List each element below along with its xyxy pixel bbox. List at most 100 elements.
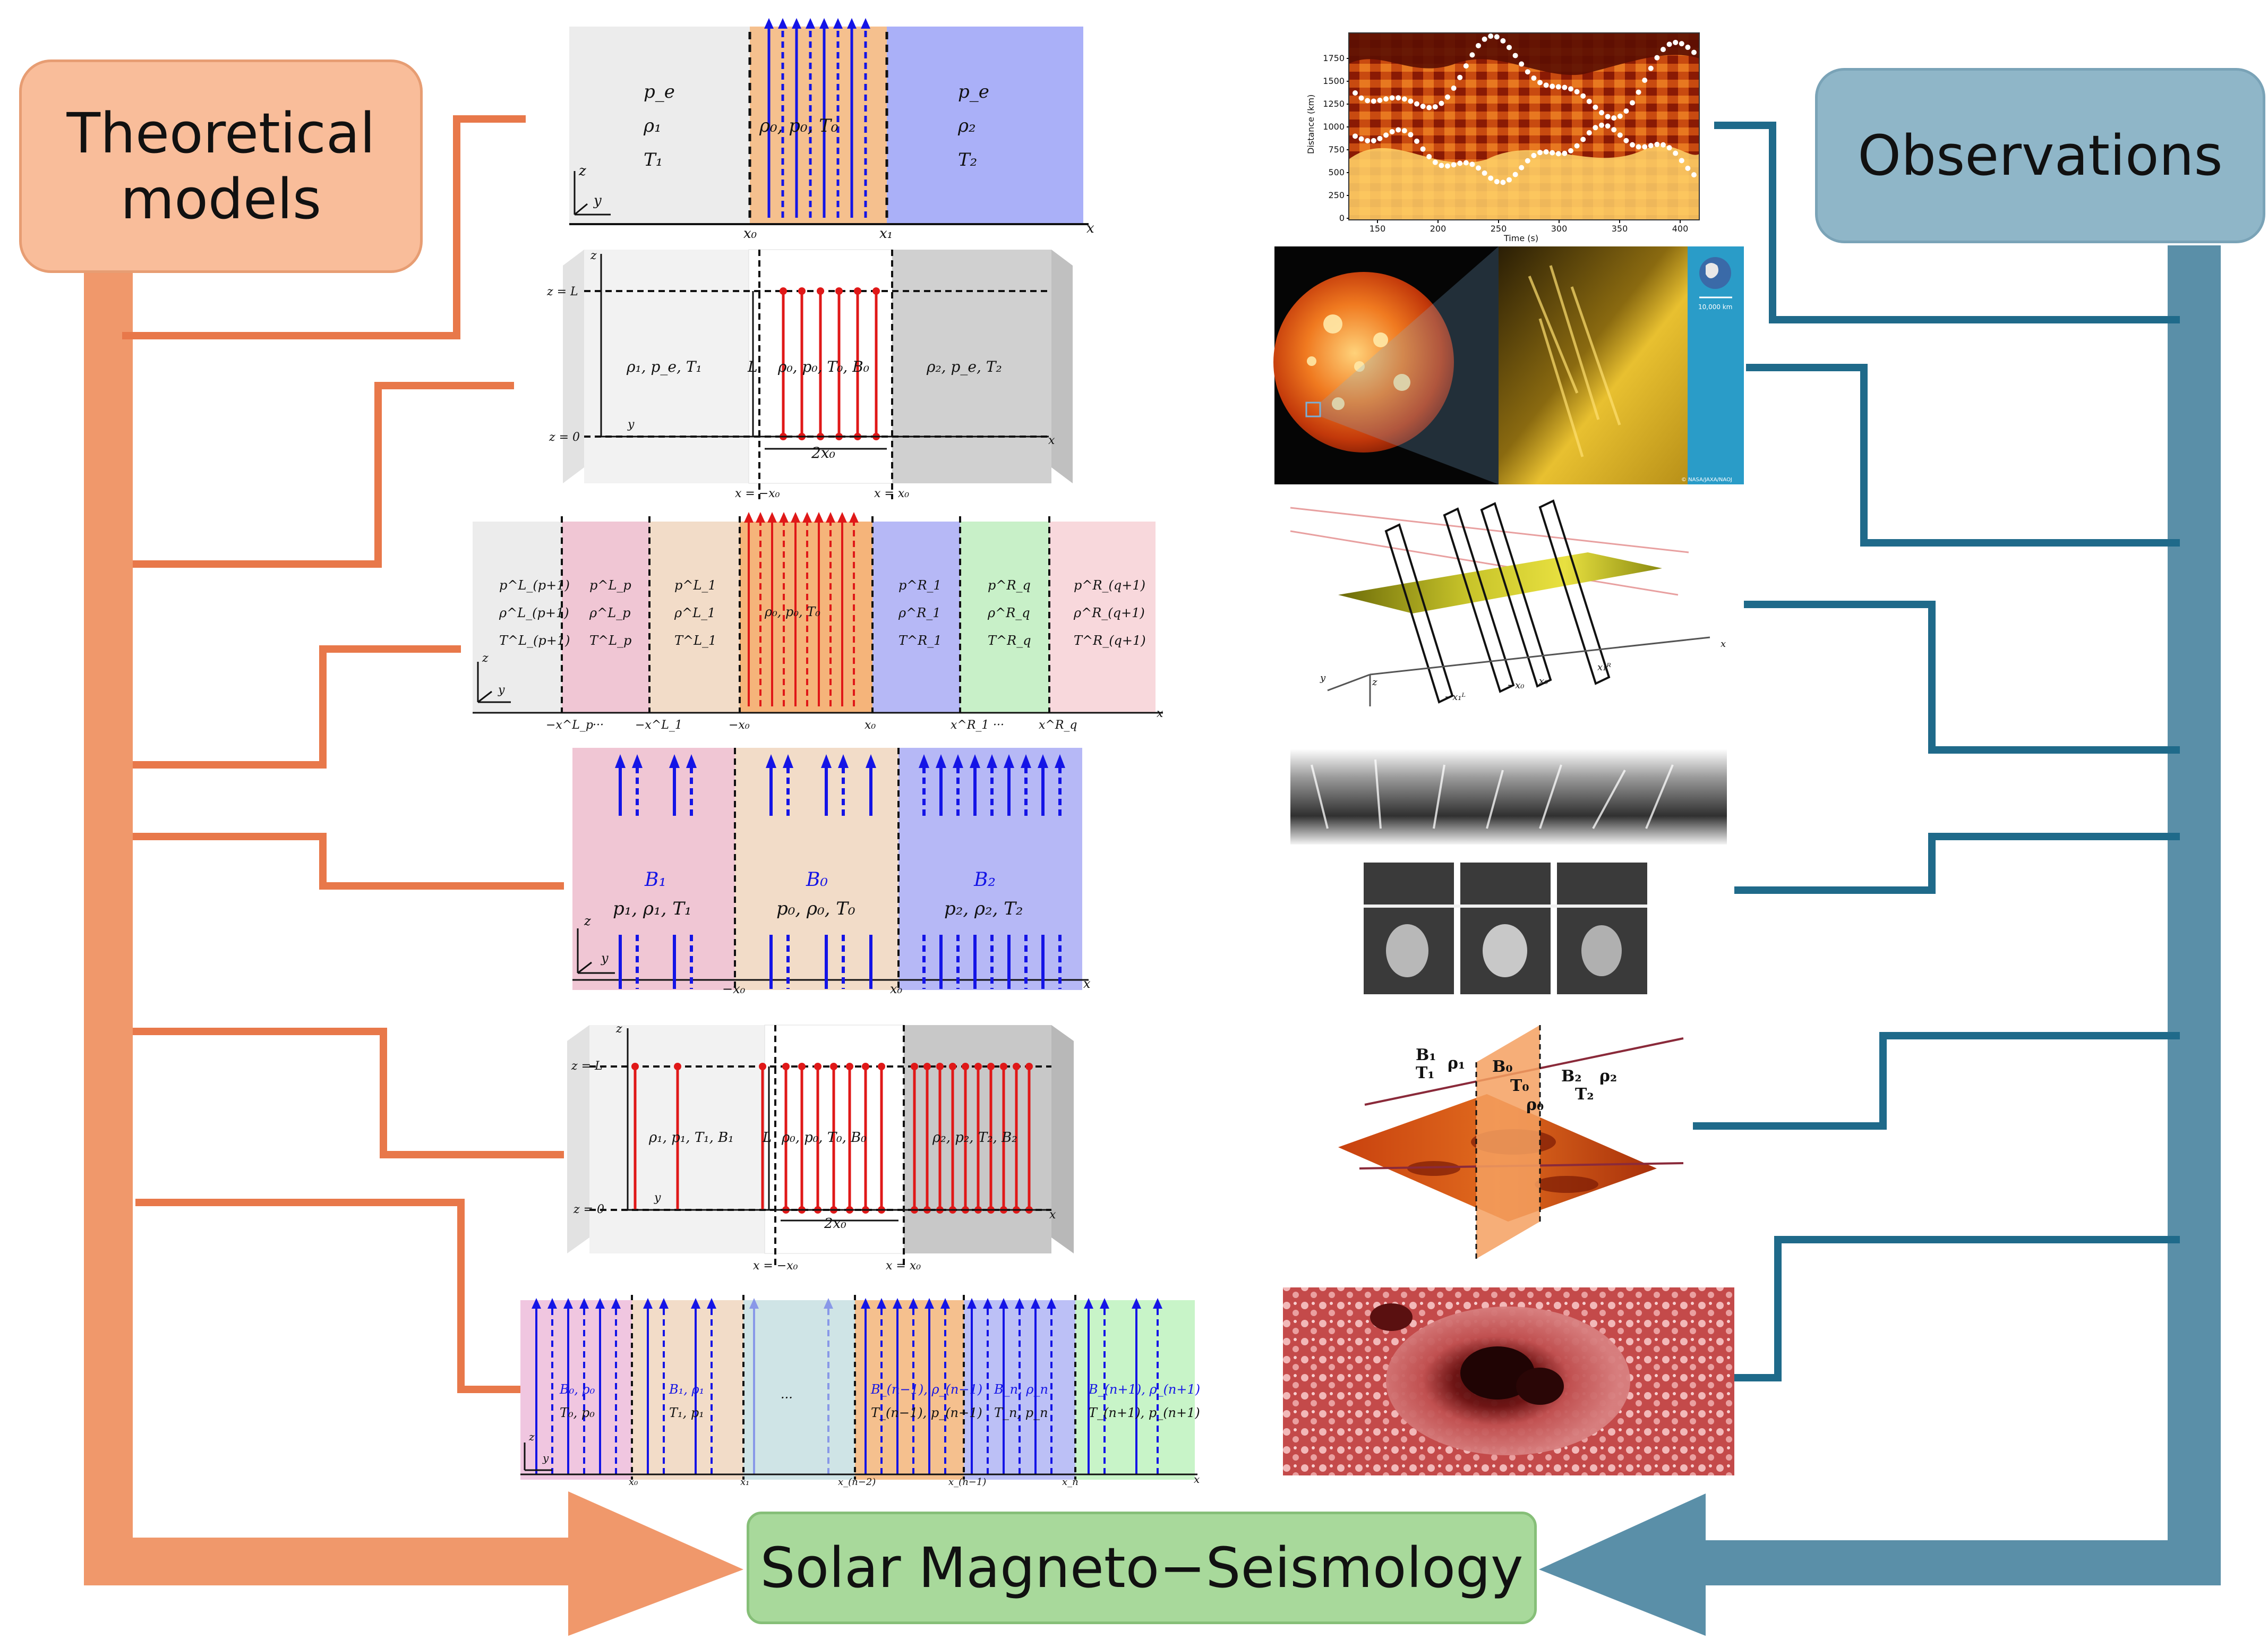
o5-b2: B₂ bbox=[1561, 1067, 1582, 1086]
m4-field-arrow bbox=[866, 754, 876, 768]
m6-t-label: T_n, p_n bbox=[994, 1405, 1048, 1420]
o1-point-lower bbox=[1673, 150, 1679, 156]
model-4-panel: B₁ B₀ B₂ p₁, ρ₁, T₁ p₀, ρ₀, T₀ p₂, ρ₂, T… bbox=[572, 748, 1091, 996]
o1-point-upper bbox=[1463, 63, 1469, 69]
o1-point-upper bbox=[1396, 95, 1401, 101]
o1-point-lower bbox=[1414, 138, 1419, 144]
observation-5-3d-slab: B₁ T₁ ρ₁ B₀ T₀ ρ₀ B₂ T₂ ρ₂ bbox=[1338, 1025, 1684, 1259]
o1-point-lower bbox=[1574, 143, 1580, 149]
o1-point-upper bbox=[1358, 95, 1364, 101]
observation-2-solar-image: 10,000 km © NASA/JAXA/NAOJ bbox=[1273, 246, 1744, 484]
o1-point-lower bbox=[1648, 143, 1654, 149]
o1-point-upper bbox=[1401, 96, 1407, 102]
m1-axis-y: y bbox=[593, 193, 602, 209]
m4-field-arrow bbox=[615, 754, 626, 768]
m3-label: ρ^L_1 bbox=[674, 605, 715, 620]
o1-point-lower bbox=[1623, 138, 1629, 143]
m5-xl-label: x = −x₀ bbox=[753, 1259, 798, 1273]
o5-b1: B₁ bbox=[1416, 1046, 1436, 1064]
o1-point-upper bbox=[1636, 89, 1641, 95]
m3-field-line bbox=[802, 512, 812, 706]
m6-t-label: T₀, p₀ bbox=[560, 1405, 595, 1420]
m2-footpoint bbox=[854, 287, 861, 295]
o1-point-lower bbox=[1661, 142, 1666, 148]
m3-label: p^L_(p+1) bbox=[499, 578, 570, 593]
m4-axis-y: y bbox=[601, 951, 609, 966]
o3-tick-3: x₁ᴿ bbox=[1597, 662, 1611, 673]
m5-width-label: 2x₀ bbox=[824, 1216, 846, 1232]
o1-ylabel: Distance (km) bbox=[1306, 95, 1316, 154]
o1-point-upper bbox=[1666, 41, 1672, 47]
o1-point-lower bbox=[1389, 129, 1395, 134]
m5-footpoint bbox=[962, 1063, 969, 1070]
m3-label: T^R_1 bbox=[898, 633, 942, 648]
o1-xtick: 250 bbox=[1491, 224, 1507, 234]
m1-xtick-1: x₁ bbox=[879, 226, 893, 242]
o1-point-lower bbox=[1420, 146, 1426, 152]
m6-t-label: T₁, p₁ bbox=[669, 1405, 704, 1420]
m6-xtick: x_n bbox=[1062, 1477, 1079, 1488]
m3-field-line bbox=[826, 512, 835, 706]
m3-label: ρ^R_q bbox=[987, 605, 1030, 620]
o1-point-lower bbox=[1426, 153, 1432, 159]
m3-label: T^R_(q+1) bbox=[1074, 633, 1146, 648]
m6-field-line bbox=[595, 1298, 605, 1474]
o1-point-upper bbox=[1457, 74, 1463, 80]
o1-point-lower bbox=[1396, 127, 1401, 133]
observation-4-panels bbox=[1364, 863, 1647, 994]
m3-xtick: ··· bbox=[993, 719, 1004, 732]
m4-field-arrow bbox=[838, 754, 849, 768]
m2-footpoint bbox=[872, 287, 880, 295]
o1-point-lower bbox=[1377, 135, 1383, 141]
o1-point-upper bbox=[1488, 33, 1494, 39]
o1-point-lower bbox=[1457, 160, 1463, 166]
o1-point-lower bbox=[1358, 136, 1364, 142]
o2-scale-label: 10,000 km bbox=[1698, 303, 1732, 311]
o1-point-lower bbox=[1593, 125, 1598, 131]
o1-point-upper bbox=[1599, 110, 1604, 116]
m3-field-line bbox=[791, 512, 800, 706]
m2-zl-label: z = L bbox=[546, 285, 578, 298]
m4-field-arrow bbox=[970, 754, 980, 768]
o1-point-upper bbox=[1673, 39, 1679, 45]
o1-point-upper bbox=[1555, 84, 1561, 90]
o1-point-lower bbox=[1482, 170, 1487, 176]
m3-field-line bbox=[767, 512, 777, 706]
model-3-field-lines bbox=[744, 512, 859, 706]
m4-axis-x: x bbox=[1083, 976, 1091, 991]
m6-field-line bbox=[532, 1298, 541, 1474]
m3-label: T^L_(p+1) bbox=[499, 633, 570, 648]
o1-point-upper bbox=[1420, 104, 1426, 109]
m3-field-line bbox=[849, 512, 859, 706]
o1-point-lower bbox=[1353, 133, 1358, 139]
o1-point-lower bbox=[1580, 136, 1586, 142]
m4-field-arrow bbox=[686, 754, 697, 768]
o1-ytick: 1250 bbox=[1323, 99, 1345, 109]
observation-6-sunspot-image bbox=[1283, 1287, 1734, 1475]
o1-point-upper bbox=[1519, 61, 1525, 67]
o1-point-upper bbox=[1365, 98, 1371, 104]
o1-point-lower bbox=[1469, 161, 1475, 167]
o1-point-lower bbox=[1500, 180, 1506, 185]
o1-point-lower bbox=[1636, 144, 1641, 150]
m4-field-arrow bbox=[953, 754, 963, 768]
o1-xtick: 350 bbox=[1612, 224, 1628, 234]
m2-left-label: ρ₁, p_e, T₁ bbox=[626, 358, 702, 376]
o1-point-upper bbox=[1432, 104, 1438, 110]
m5-axis-y: y bbox=[654, 1191, 661, 1205]
m6-field-line bbox=[547, 1298, 557, 1474]
m1-right-label-2: T₂ bbox=[958, 149, 977, 170]
model-5-panel: ρ₁, p₁, T₁, B₁ ρ₀, p₀, T₀, B₀ ρ₂, p₂, T₂… bbox=[567, 1022, 1074, 1273]
o1-point-lower bbox=[1432, 159, 1438, 165]
m5-z0-label: z = 0 bbox=[573, 1203, 604, 1216]
m1-left-label-2: T₁ bbox=[644, 149, 663, 170]
m1-right-label-0: p_e bbox=[958, 81, 989, 103]
o1-point-upper bbox=[1476, 42, 1481, 48]
m2-l-label: L bbox=[747, 358, 758, 376]
m5-footpoint bbox=[1000, 1063, 1007, 1070]
observation-1-tracked-points bbox=[1353, 33, 1697, 185]
m5-footpoint bbox=[974, 1063, 982, 1070]
m6-b-label: B_n, ρ_n bbox=[994, 1382, 1048, 1397]
model-1-panel: p_e ρ₁ T₁ ρ₀, p₀, T₀ p_e ρ₂ T₂ x₀ x₁ x y… bbox=[569, 18, 1094, 242]
